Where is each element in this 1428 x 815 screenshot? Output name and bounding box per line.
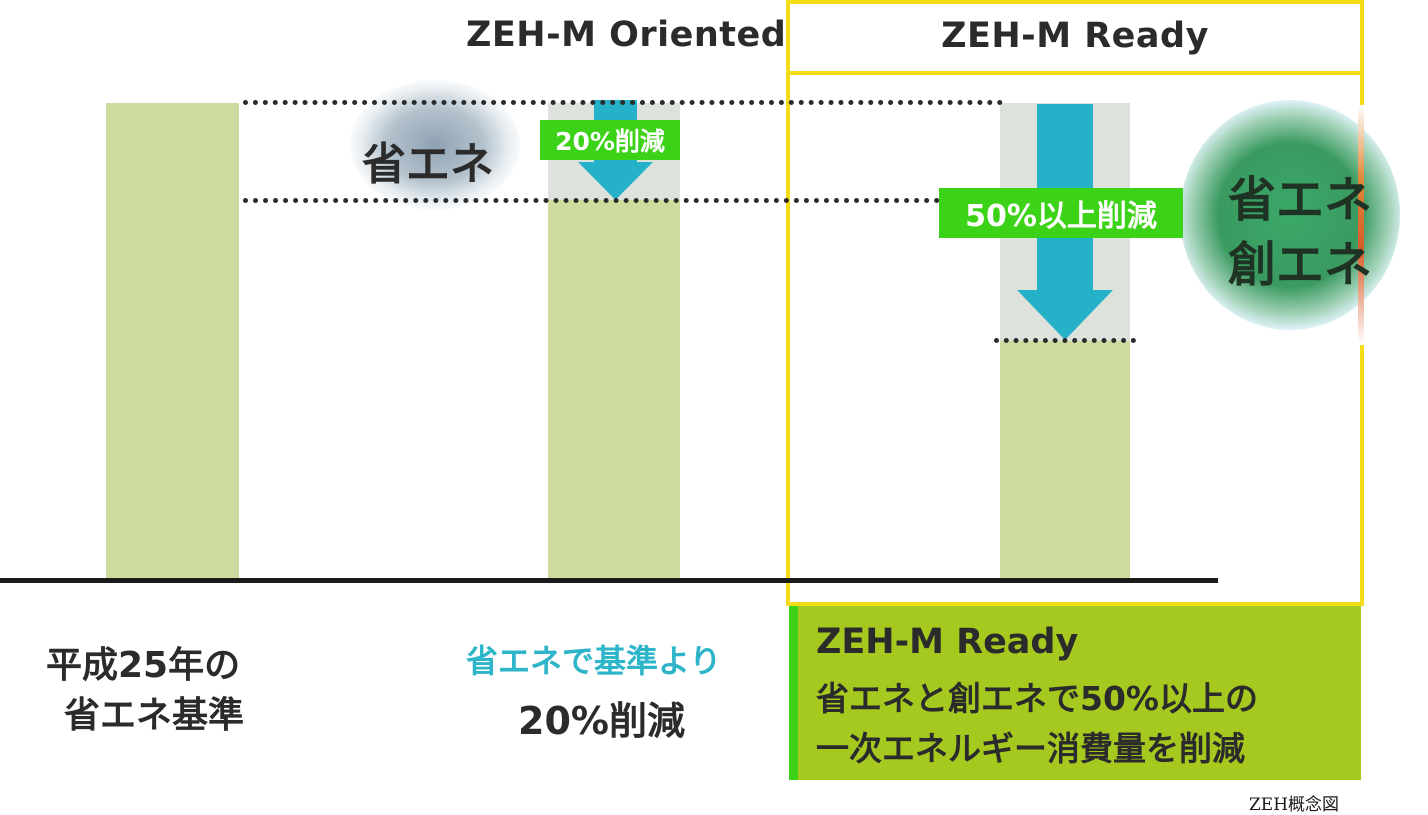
bar-ready [1000,341,1130,580]
dotted-line-middle [243,198,1000,203]
dotted-line-ready-level [994,338,1136,343]
bar-oriented [548,200,680,580]
figure-caption: ZEH概念図 [1249,795,1340,815]
oriented-caption-line2: 20%削減 [518,699,685,743]
baseline-caption-line2: 省エネ基準 [64,695,245,736]
ready-panel-line2: 省エネと創エネで50%以上の [816,679,1258,718]
dotted-line-top [243,100,1003,105]
zeh-m-oriented-header: ZEH-M Oriented [466,15,787,55]
zeh-m-ready-panel [789,606,1361,780]
oriented-caption-line1: 省エネで基準より [466,642,722,680]
circle-edge-accent [1358,105,1364,345]
zeh-m-ready-header: ZEH-M Ready [941,15,1209,56]
circle-label-energy-saving: 省エネ [1228,172,1373,228]
axis-baseline [0,578,1218,583]
energy-saving-label: 省エネ [362,139,494,190]
baseline-caption-line1: 平成25年の [46,645,241,686]
reduction-50-label: 50%以上削減 [939,188,1183,238]
bar-baseline [106,103,239,580]
reduction-20-label: 20%削減 [540,120,680,160]
ready-panel-line3: 一次エネルギー消費量を削減 [816,729,1245,768]
ready-panel-title: ZEH-M Ready [816,622,1079,662]
circle-label-energy-creation: 創エネ [1228,237,1373,293]
zeh-m-ready-header-cell: ZEH-M Ready [786,0,1364,75]
